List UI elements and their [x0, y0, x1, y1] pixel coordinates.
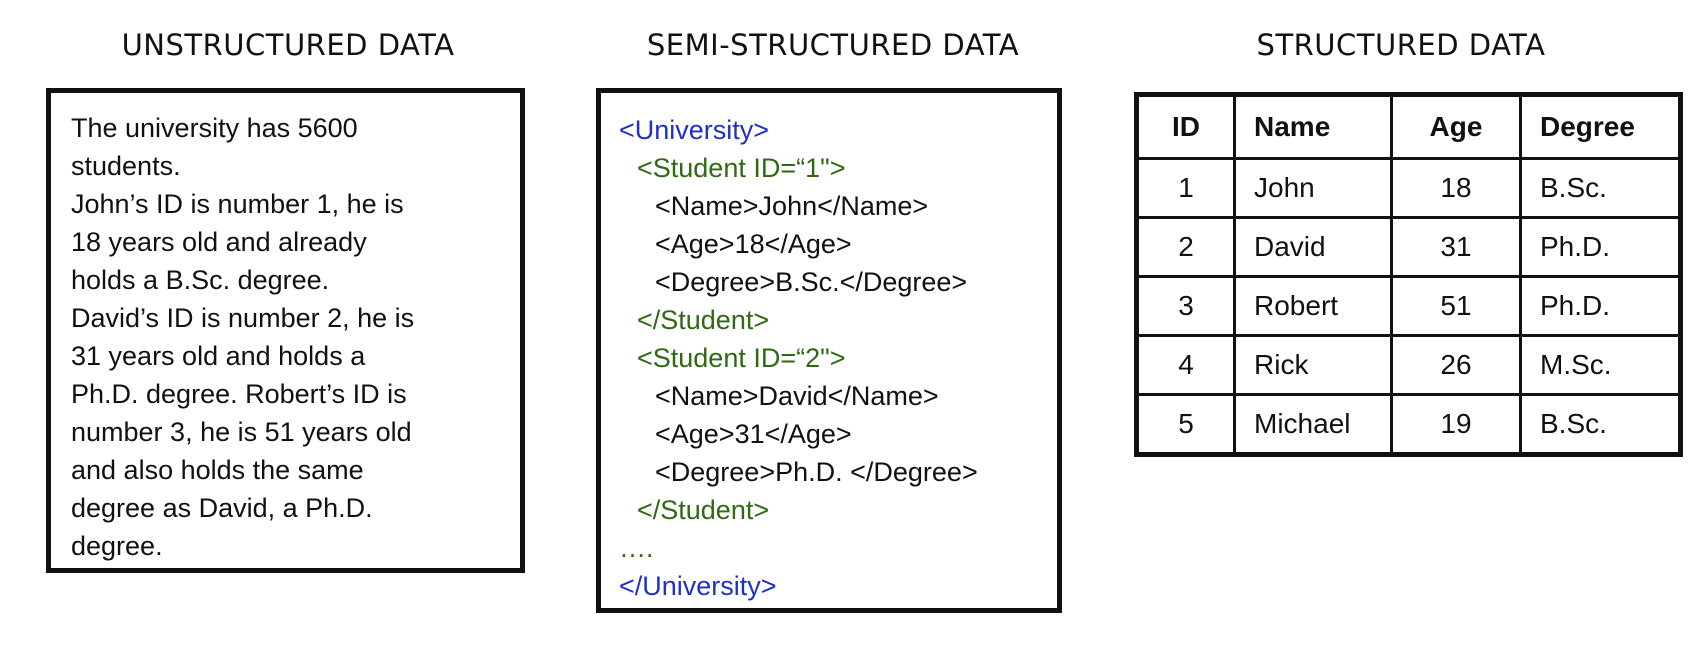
cell-id: 1 — [1135, 157, 1236, 219]
cell-name: David — [1233, 216, 1393, 278]
prose-line: Ph.D. degree. Robert’s ID is — [71, 379, 407, 409]
xml-element-tag: </Student> — [637, 305, 770, 335]
prose-line: holds a B.Sc. degree. — [71, 265, 330, 295]
xml-field-line: <Degree>Ph.D. </Degree> — [655, 457, 978, 487]
table-row: 3 Robert 51 Ph.D. — [1135, 275, 1682, 337]
prose-line: The university has 5600 — [71, 113, 358, 143]
prose-line: students. — [71, 151, 181, 181]
cell-age: 18 — [1390, 157, 1522, 219]
prose-line: number 3, he is 51 years old — [71, 417, 412, 447]
column-header-degree: Degree — [1519, 93, 1682, 160]
semi-structured-xml-box: <University> <Student ID=“1"> <Name>John</… — [596, 88, 1062, 613]
cell-name: John — [1233, 157, 1393, 219]
unstructured-heading: UNSTRUCTURED DATA — [121, 28, 455, 62]
cell-degree: Ph.D. — [1519, 275, 1682, 337]
table-header-row: ID Name Age Degree — [1135, 93, 1682, 160]
cell-age: 51 — [1390, 275, 1522, 337]
column-header-id: ID — [1135, 93, 1236, 160]
prose-line: 18 years old and already — [71, 227, 367, 257]
table-row: 2 David 31 Ph.D. — [1135, 216, 1682, 278]
cell-degree: M.Sc. — [1519, 334, 1682, 396]
cell-degree: B.Sc. — [1519, 393, 1682, 456]
column-header-age: Age — [1390, 93, 1522, 160]
xml-field-line: <Name>David</Name> — [655, 381, 939, 411]
prose-line: degree as David, a Ph.D. — [71, 493, 373, 523]
cell-id: 5 — [1135, 393, 1236, 456]
semi-structured-heading: SEMI-STRUCTURED DATA — [646, 28, 1020, 62]
xml-element-tag: </Student> — [637, 495, 770, 525]
table-row: 5 Michael 19 B.Sc. — [1135, 393, 1682, 456]
xml-element-tag: <Student ID=“2"> — [637, 343, 846, 373]
structured-data-table: ID Name Age Degree 1 John 18 B.Sc. 2 Dav… — [1134, 92, 1683, 457]
xml-field-line: <Age>31</Age> — [655, 419, 852, 449]
prose-line: and also holds the same — [71, 455, 364, 485]
table-row: 4 Rick 26 M.Sc. — [1135, 334, 1682, 396]
cell-age: 31 — [1390, 216, 1522, 278]
prose-line: degree. — [71, 531, 163, 561]
xml-root-tag: <University> — [619, 115, 770, 145]
cell-name: Michael — [1233, 393, 1393, 456]
cell-degree: Ph.D. — [1519, 216, 1682, 278]
xml-root-tag: </University> — [619, 571, 777, 601]
prose-line: John’s ID is number 1, he is — [71, 189, 404, 219]
cell-age: 26 — [1390, 334, 1522, 396]
xml-element-tag: <Student ID=“1"> — [637, 153, 846, 183]
xml-element-tag: …. — [619, 533, 654, 563]
xml-field-line: <Degree>B.Sc.</Degree> — [655, 267, 968, 297]
table-row: 1 John 18 B.Sc. — [1135, 157, 1682, 219]
prose-line: David’s ID is number 2, he is — [71, 303, 415, 333]
cell-age: 19 — [1390, 393, 1522, 456]
cell-degree: B.Sc. — [1519, 157, 1682, 219]
cell-id: 2 — [1135, 216, 1236, 278]
structured-heading: STRUCTURED DATA — [1256, 28, 1546, 62]
column-header-name: Name — [1233, 93, 1393, 160]
cell-id: 4 — [1135, 334, 1236, 396]
xml-field-line: <Name>John</Name> — [655, 191, 929, 221]
unstructured-text-box: The university has 5600 students. John’s… — [46, 88, 525, 573]
cell-name: Robert — [1233, 275, 1393, 337]
xml-code-block: <University> <Student ID=“1"> <Name>John</… — [619, 111, 1039, 605]
cell-id: 3 — [1135, 275, 1236, 337]
prose-line: 31 years old and holds a — [71, 341, 366, 371]
xml-field-line: <Age>18</Age> — [655, 229, 852, 259]
cell-name: Rick — [1233, 334, 1393, 396]
